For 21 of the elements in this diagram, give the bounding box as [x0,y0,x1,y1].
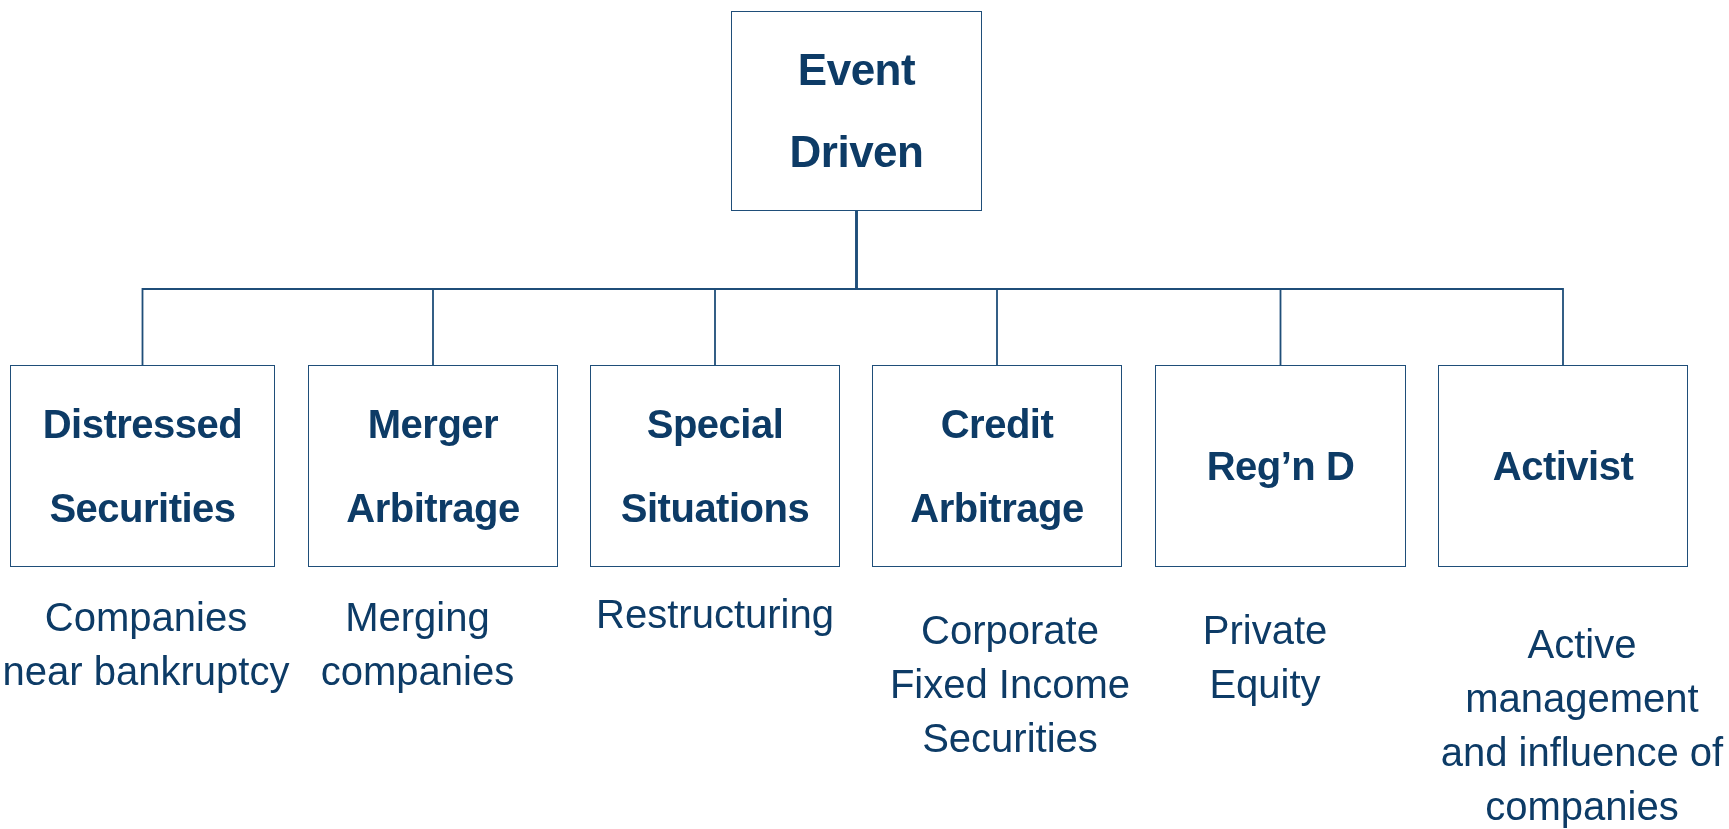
category-box [10,365,275,567]
box-title: Distressed Securities [41,401,244,532]
description-text: Companies near bankruptcy [1,594,291,695]
category-box [308,365,558,567]
box-title: Credit Arbitrage [909,401,1085,532]
description-text: Restructuring [595,591,835,638]
root-box [731,11,982,211]
box-title: Activist [1491,443,1635,490]
category-box [1438,365,1688,567]
description-text: Corporate Fixed Income Securities [888,607,1132,762]
connector-line [855,210,1564,366]
box-title: Event Driven [788,44,925,178]
description-text: Merging companies [319,594,516,695]
box-title: Reg’n D [1205,443,1356,490]
category-box [590,365,840,567]
category-box [1155,365,1406,567]
category-box [872,365,1122,567]
box-title: Merger Arbitrage [345,401,521,532]
box-title: Special Situations [619,401,811,532]
description-text: Active management and influence of companies [1439,621,1725,829]
description-text: Private Equity [1201,607,1329,708]
